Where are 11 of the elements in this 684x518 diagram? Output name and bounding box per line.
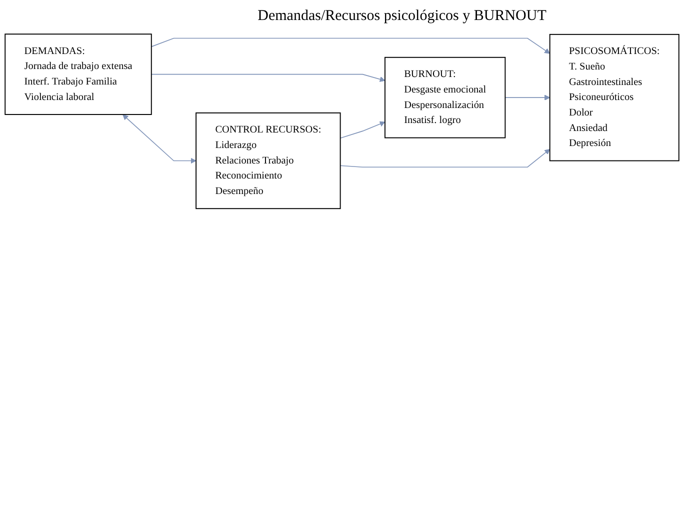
- diagram-title: Demandas/Recursos psicológicos y BURNOUT: [256, 7, 548, 26]
- arrow: [504, 94, 550, 100]
- node-box: PSICOSOMÁTICOS: T. Sueño Gastrointestinales Psiconeuróticos Dolor Ansiedad Depresión: [549, 34, 680, 162]
- arrow: [150, 74, 386, 82]
- arrow: [150, 38, 550, 54]
- arrow: [340, 121, 386, 138]
- node-box: CONTROL RECURSOS: Liderazgo Relaciones Trabajo Reconocimiento Desempeño: [196, 112, 341, 210]
- arrow: [340, 149, 550, 168]
- node-box: DEMANDAS: Jornada de trabajo extensa Interf. Trabajo Familia Violencia laboral: [4, 34, 152, 115]
- arrow: [122, 114, 196, 164]
- node-box: BURNOUT: Desgaste emocional Despersonalización Insatisf. logro: [384, 56, 506, 138]
